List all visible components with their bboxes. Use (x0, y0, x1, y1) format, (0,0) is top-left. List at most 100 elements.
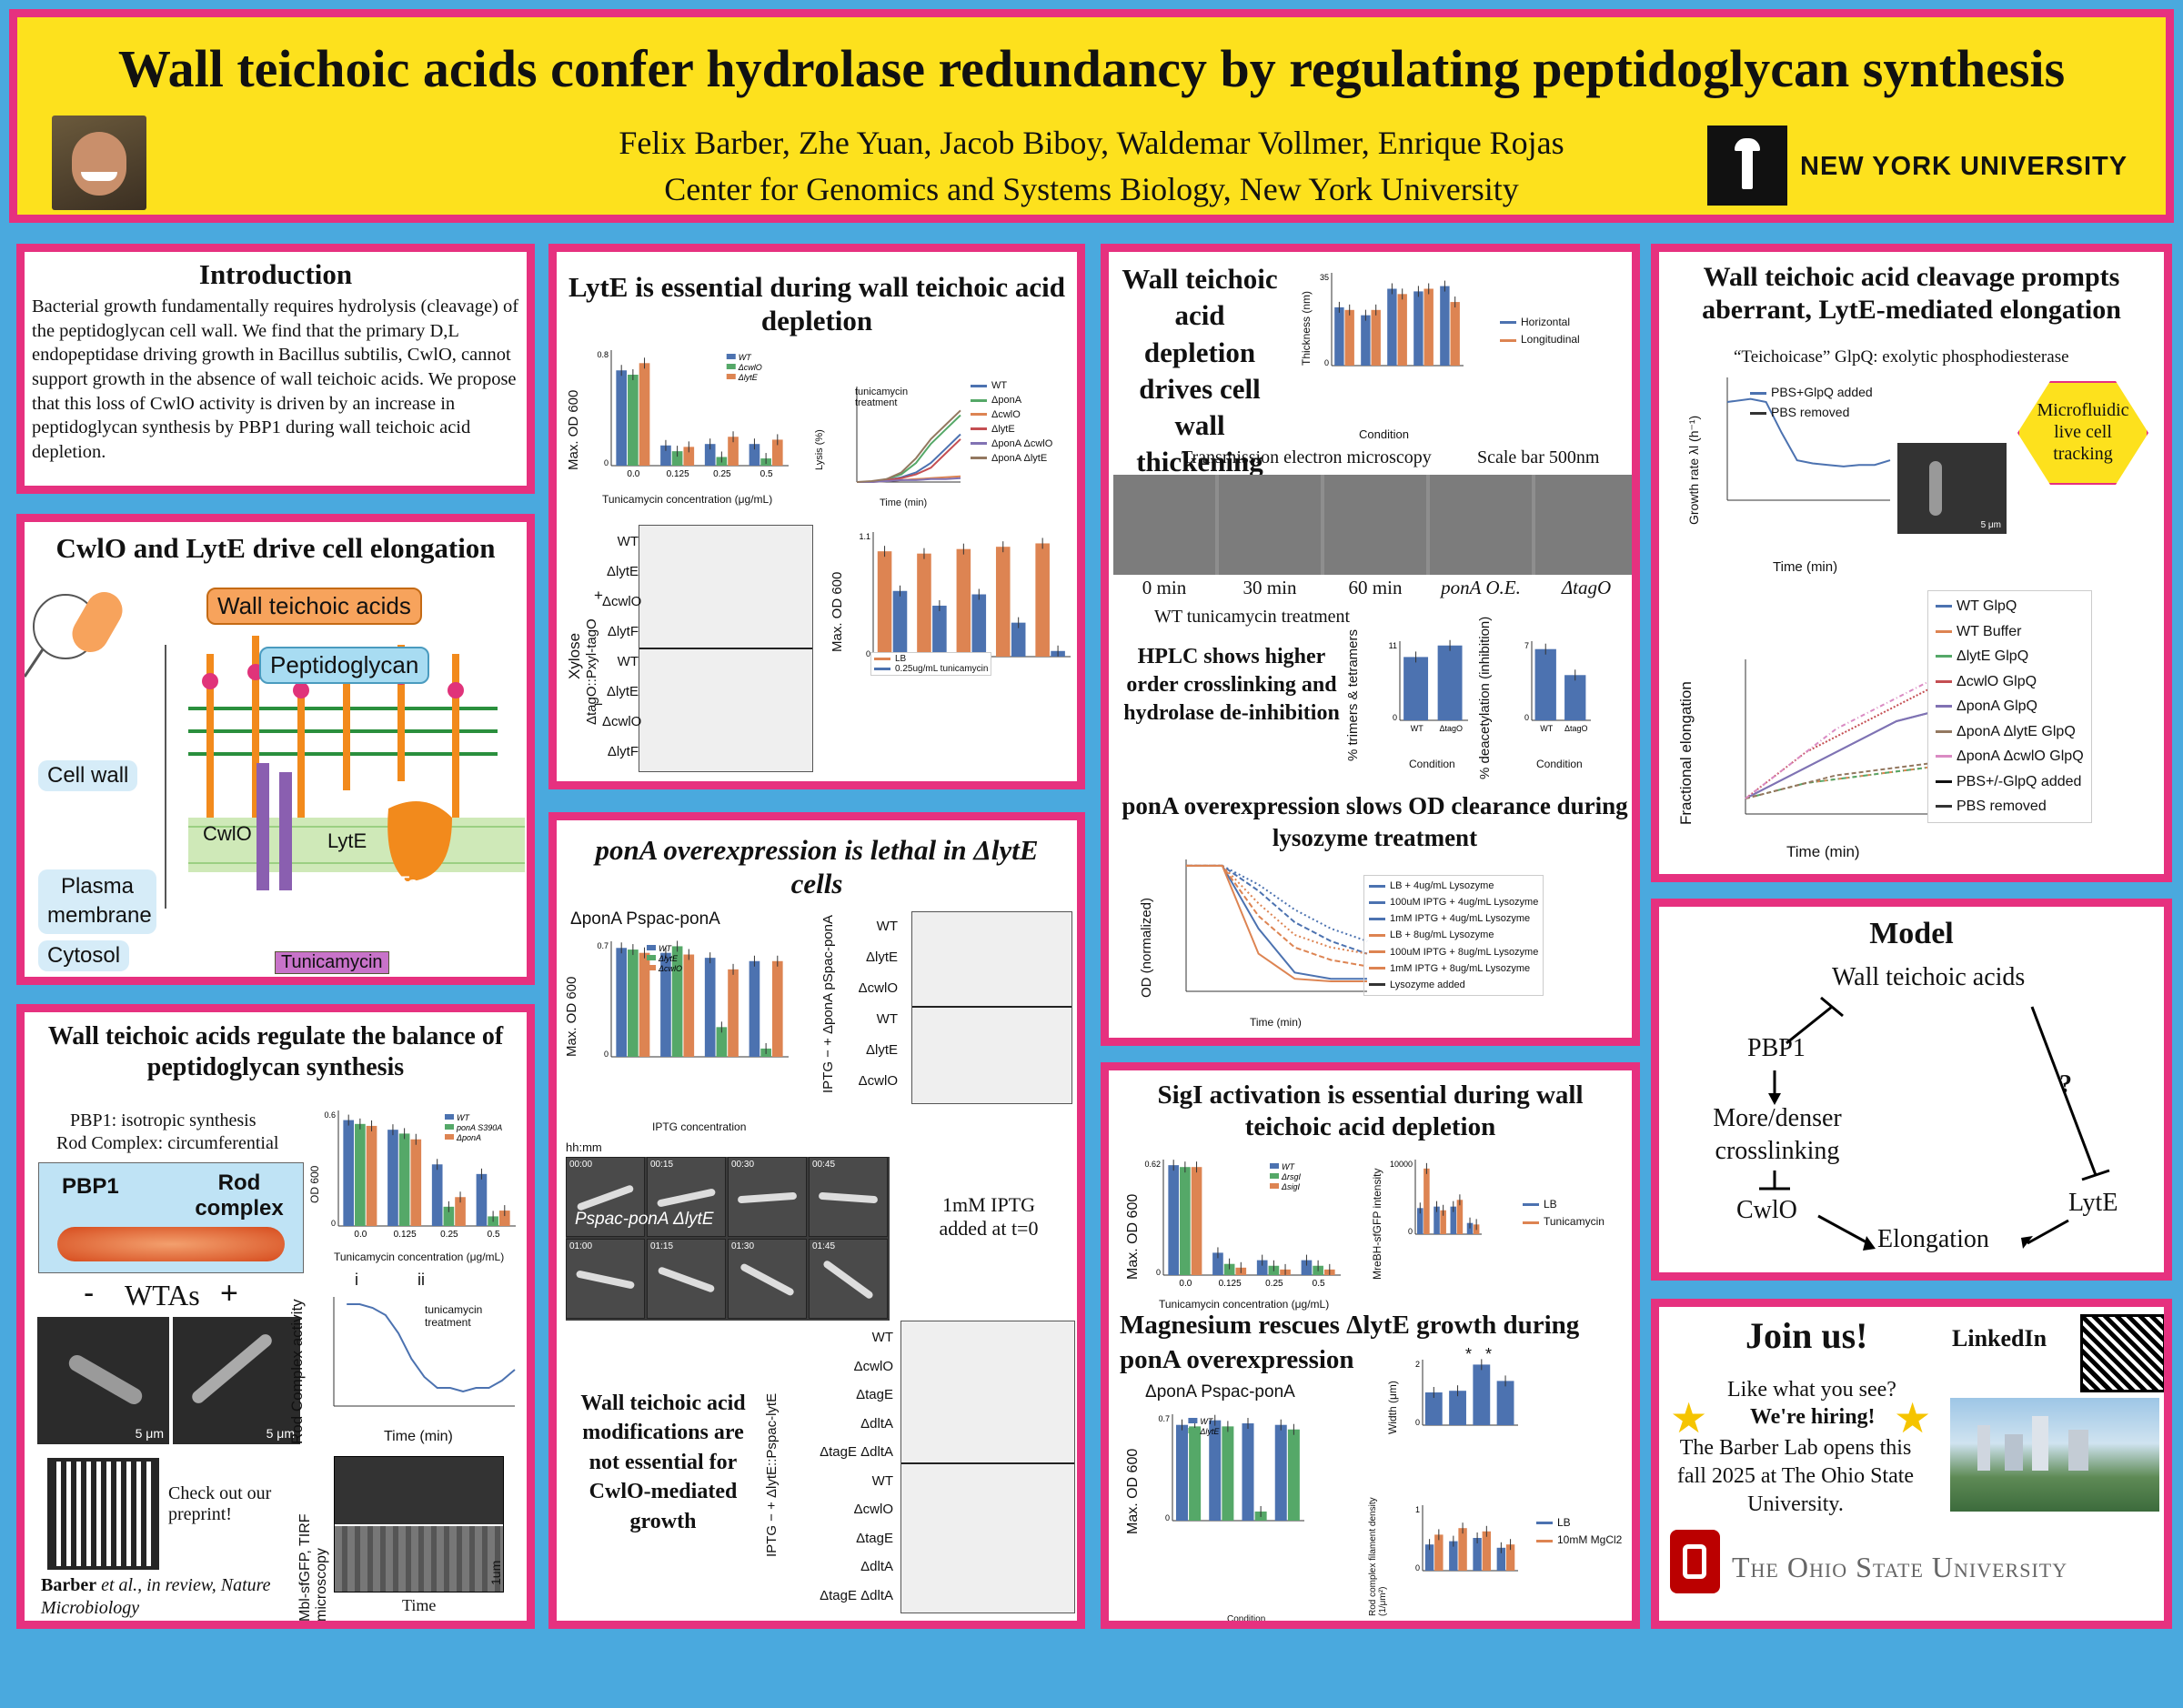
series-line (1726, 397, 1891, 467)
legend-swatch (1188, 1428, 1198, 1433)
tick-label: ΔtagO (1564, 724, 1588, 733)
spot-row-label: WT (876, 919, 898, 934)
bar (1449, 1541, 1458, 1571)
series-line (857, 433, 961, 483)
series-line (1745, 705, 1957, 799)
legend-swatch (1369, 900, 1385, 904)
legend-label: Tunicamycin (1544, 1215, 1605, 1229)
rod-diagram-label: Rod complex (195, 1170, 284, 1221)
bar (1371, 309, 1381, 366)
model-lyte: LytE (2068, 1189, 2118, 1217)
y-tick-label: 0 (866, 649, 870, 658)
tem-label: ΔtagO (1561, 577, 1612, 598)
tem-label: 0 min (1142, 577, 1187, 598)
bar (431, 1164, 443, 1226)
y-tick-label: 1.1 (859, 532, 870, 541)
model-cwlo: CwlO (1736, 1196, 1797, 1224)
bar (1403, 657, 1429, 720)
legend-entry: ΔponA ΔlytE (971, 452, 1052, 467)
pbp1-legend: PBP1: isotropic synthesis (70, 1110, 257, 1130)
legend-label: ponA S390A (456, 1123, 502, 1132)
legend-label: 0.25ug/mL tunicamycin (895, 664, 989, 674)
y-tick-label: 0.62 (1144, 1160, 1161, 1169)
legend-label: ΔlytE (738, 373, 759, 382)
tick-label: 0.25 (713, 469, 731, 479)
legend-label: LB + 4ug/mL Lysozyme (1390, 880, 1494, 891)
y-tick-label: 2 (1415, 1360, 1420, 1369)
bar (398, 1133, 410, 1226)
legend-label: PBS+/-GlpQ added (1957, 773, 2082, 789)
timelapse-timestamp: 00:15 (650, 1160, 674, 1170)
spot-row-label: ΔlytE (606, 564, 639, 579)
legend-label: ΔponA ΔcwlO GlpQ (1957, 749, 2084, 765)
lysis-line-chart (856, 387, 961, 483)
legend-label: ΔlytE (658, 954, 679, 963)
lysozyme-line-chart (1185, 859, 1368, 992)
elongation-panel: CwlO and LytE drive cell elongation Wall… (16, 514, 535, 985)
osu-name: The Ohio State University (1732, 1551, 2068, 1583)
legend-label: WT (659, 944, 672, 953)
mg-title: Magnesium rescues ΔlytE growth during po… (1120, 1311, 1580, 1374)
legend-swatch (1270, 1163, 1279, 1169)
mg-ylabel: Max. OD 600 (1125, 1448, 1141, 1534)
qr-code-linkedin[interactable] (2080, 1314, 2164, 1392)
legend-swatch (1369, 967, 1385, 970)
width-bar-chart: 20 (1415, 1359, 1518, 1427)
author-list: Felix Barber, Zhe Yuan, Jacob Biboy, Wal… (619, 125, 1564, 161)
bar (616, 370, 628, 466)
thickening-panel: Wall teichoic acid depletion drives cell… (1101, 244, 1640, 1046)
model-crosslink: More/denser crosslinking (1713, 1104, 1842, 1166)
spot-row-label: ΔlytE (865, 949, 898, 965)
lyte-panel: LytE is essential during wall teichoic a… (548, 244, 1085, 789)
bar (932, 605, 947, 657)
spot-row-label: ΔlytE (606, 684, 639, 699)
plus-label: + (220, 1276, 238, 1311)
legend-entry: 100uM IPTG + 4ug/mL Lysozyme (1369, 894, 1538, 910)
spot-row-label: ΔlytF (607, 744, 639, 759)
legend-entry: 1mM IPTG + 8ug/mL Lysozyme (1369, 960, 1538, 977)
header-banner: Wall teichoic acids confer hydrolase red… (9, 9, 2174, 223)
poster-title: Wall teichoic acids confer hydrolase red… (117, 39, 2066, 98)
bar (704, 444, 716, 466)
legend-swatch (1369, 934, 1385, 938)
cell-wall-label: Cell wall (38, 760, 138, 791)
legend-entry: LB (874, 654, 988, 664)
bar (660, 952, 671, 1057)
bar (1212, 1252, 1223, 1275)
legend-label: WT (739, 353, 752, 362)
legend-label: Lysozyme added (1390, 979, 1465, 990)
model-pbp1: PBP1 (1747, 1034, 1806, 1062)
tick-label: 0.5 (760, 469, 773, 479)
y-tick-label: 0 (1408, 1227, 1413, 1236)
legend-swatch (1936, 605, 1952, 608)
bar (956, 548, 971, 657)
legend-swatch (1936, 755, 1952, 759)
timelapse-hdr: hh:mm (566, 1140, 602, 1154)
star-icon-right: ★ (1894, 1395, 1932, 1442)
legend-label: 1mM IPTG + 8ug/mL Lysozyme (1390, 962, 1531, 974)
legend-entry: ΔcwlO (971, 408, 1052, 423)
preprint-link[interactable]: Check out our preprint! (168, 1483, 272, 1524)
model-arrows (1759, 996, 2110, 1251)
width-sig: * * (1465, 1345, 1493, 1363)
tick-label: WT (1540, 724, 1553, 733)
bar (683, 447, 695, 466)
tem-label: ponA O.E. (1441, 577, 1521, 598)
legend-swatch (1936, 629, 1952, 633)
bar (1473, 1364, 1491, 1425)
rod-legend: Rod Complex: circumferential (56, 1133, 279, 1153)
bar (1434, 1206, 1440, 1234)
gr-ylabel: Growth rate λl (h⁻¹) (1686, 415, 1701, 525)
y-tick-label: 0 (1524, 713, 1529, 722)
balance-panel: Wall teichoic acids regulate the balance… (16, 1004, 535, 1629)
bar (1466, 1222, 1474, 1234)
timelapse-frame: 01:30 (728, 1239, 807, 1319)
gr-xlabel: Time (min) (1773, 559, 1838, 575)
series-line (1186, 864, 1368, 955)
rod-line-xlabel: Time (min) (384, 1429, 453, 1444)
bar (476, 1173, 488, 1226)
bar (1223, 1263, 1235, 1275)
bar (1505, 1544, 1515, 1571)
